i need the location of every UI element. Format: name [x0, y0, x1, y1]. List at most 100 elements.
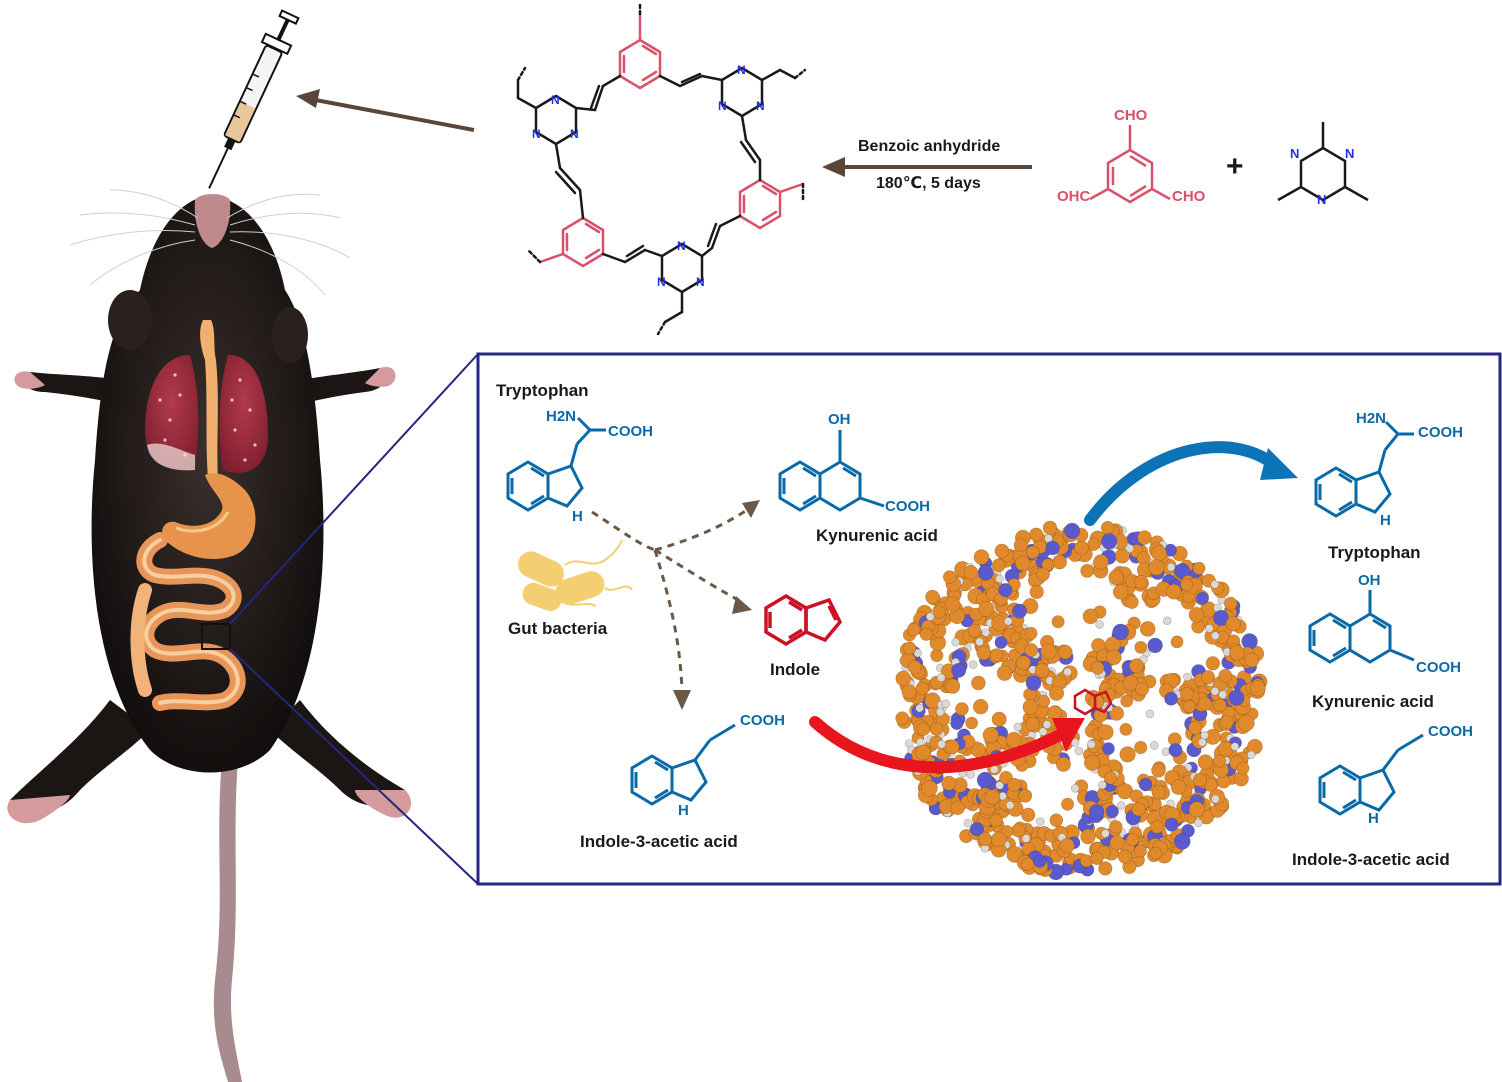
cof-atom — [916, 722, 931, 736]
cof-atom — [1134, 740, 1148, 755]
mouse-illustration — [7, 189, 412, 1082]
cof-atom — [969, 822, 985, 837]
cof-atom — [1182, 699, 1196, 714]
nh-iaa-center: H — [678, 802, 689, 819]
cof-atom — [915, 681, 930, 696]
cof-atom — [1045, 540, 1060, 556]
inset-frame — [476, 352, 1502, 886]
svg-text:N: N — [737, 63, 746, 77]
cof-atom — [1117, 849, 1132, 864]
cof-atom — [995, 574, 1004, 584]
tryptophan-label-right: Tryptophan — [1328, 543, 1421, 562]
cof-atom — [1211, 631, 1220, 641]
mouse-front-paw-right — [365, 366, 396, 387]
cof-atom — [1055, 756, 1071, 772]
cof-atom — [1125, 544, 1135, 553]
cof-atom — [1083, 754, 1101, 771]
cof-atom — [968, 660, 978, 669]
cof-atom — [937, 739, 947, 749]
cof-atom — [1174, 563, 1191, 580]
cof-atom — [967, 623, 982, 638]
cof-atom — [973, 549, 990, 565]
cof-atom — [998, 583, 1013, 598]
kynurenic-label-center: Kynurenic acid — [816, 526, 938, 545]
cof-atom — [915, 744, 932, 761]
svg-text:N: N — [657, 275, 666, 289]
cof-atom — [1218, 668, 1233, 683]
cof-atom — [1038, 727, 1048, 736]
adsorption-arrow — [809, 716, 1066, 774]
cof-atom — [1102, 742, 1115, 755]
cof-atom — [1011, 823, 1026, 838]
oh-kynurenic-center: OH — [828, 411, 851, 428]
cof-atom — [1134, 844, 1148, 858]
svg-text:N: N — [756, 99, 765, 113]
mouse-hind-leg-left — [10, 700, 150, 813]
cof-structure — [516, 0, 807, 336]
cof-atom — [1228, 689, 1245, 706]
cooh-tryptophan-left: COOH — [608, 423, 653, 440]
cof-atom — [1225, 616, 1241, 632]
cof-atom — [1109, 706, 1124, 721]
cof-atom — [1037, 694, 1051, 708]
cof-atom — [1150, 741, 1159, 750]
cof-atom — [1151, 545, 1167, 561]
iaa-molecule-right — [1318, 733, 1424, 816]
cof-atom — [976, 771, 994, 789]
svg-text:N: N — [551, 93, 560, 107]
kynurenic-label-right: Kynurenic acid — [1312, 692, 1434, 711]
iaa-label-center: Indole-3-acetic acid — [580, 832, 738, 851]
oh-kynurenic-right: OH — [1358, 572, 1381, 589]
cof-atom — [1149, 846, 1163, 860]
cof-atom — [1048, 685, 1065, 701]
cof-atom — [1162, 616, 1172, 626]
indole-molecule — [764, 593, 843, 647]
cof-atom — [1195, 591, 1209, 605]
mouse-hind-foot-left — [7, 795, 70, 824]
cof-atom — [1116, 801, 1126, 810]
cof-atom — [1024, 627, 1038, 640]
cof-atom — [1097, 724, 1114, 741]
cof-atom — [925, 589, 940, 605]
cof-atom — [1020, 857, 1035, 871]
indole-in-pore — [1073, 688, 1113, 716]
cof-atom — [1106, 649, 1122, 666]
cof-atom — [1014, 555, 1031, 572]
cof-atom — [1126, 833, 1140, 847]
cof-atom — [944, 596, 961, 613]
cof-atom — [1134, 640, 1148, 654]
cof-atom — [936, 673, 946, 683]
cof-atom — [1212, 754, 1227, 768]
cof-atom — [1003, 616, 1013, 626]
cof-atom — [1026, 545, 1040, 559]
cof-atom — [1082, 608, 1099, 625]
cof-atom — [951, 637, 961, 647]
cof-atom — [901, 684, 917, 700]
cof-atom — [1194, 818, 1203, 828]
cof-atom — [1188, 801, 1205, 818]
cof-atom — [1211, 794, 1220, 804]
cof-atom — [1230, 742, 1240, 751]
cof-atom — [1164, 691, 1178, 706]
cof-atom — [989, 648, 1004, 662]
cof-atom — [1040, 643, 1057, 660]
cof-atom — [972, 698, 989, 715]
cof-atom — [975, 637, 984, 647]
cof-atom — [929, 722, 944, 736]
svg-text:N: N — [696, 275, 705, 289]
mouse-ear-left — [108, 290, 152, 350]
cof-atom — [1005, 731, 1022, 748]
cof-atom — [1197, 754, 1214, 770]
cof-atom — [1188, 720, 1203, 735]
svg-text:N: N — [1290, 146, 1299, 161]
stomach — [162, 473, 256, 560]
cof-atom — [1005, 800, 1015, 810]
lung-left — [145, 355, 199, 471]
cof-atom — [1029, 527, 1044, 542]
cof-atom — [1205, 624, 1214, 633]
cof-atom — [963, 818, 973, 828]
cof-atom — [951, 663, 967, 678]
cof-atom — [966, 770, 975, 779]
cof-atom — [1135, 682, 1150, 697]
cooh-tryptophan-right: COOH — [1418, 424, 1463, 441]
